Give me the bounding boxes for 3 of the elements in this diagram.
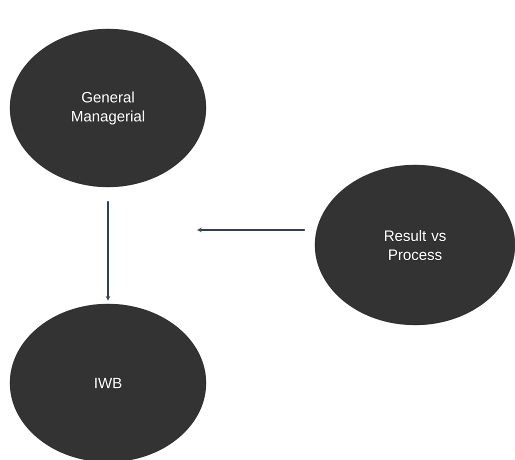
circle-node: Result vs Process	[314, 164, 515, 326]
circle-node: IWB	[10, 304, 206, 460]
circle-node: General Managerial	[10, 28, 206, 188]
